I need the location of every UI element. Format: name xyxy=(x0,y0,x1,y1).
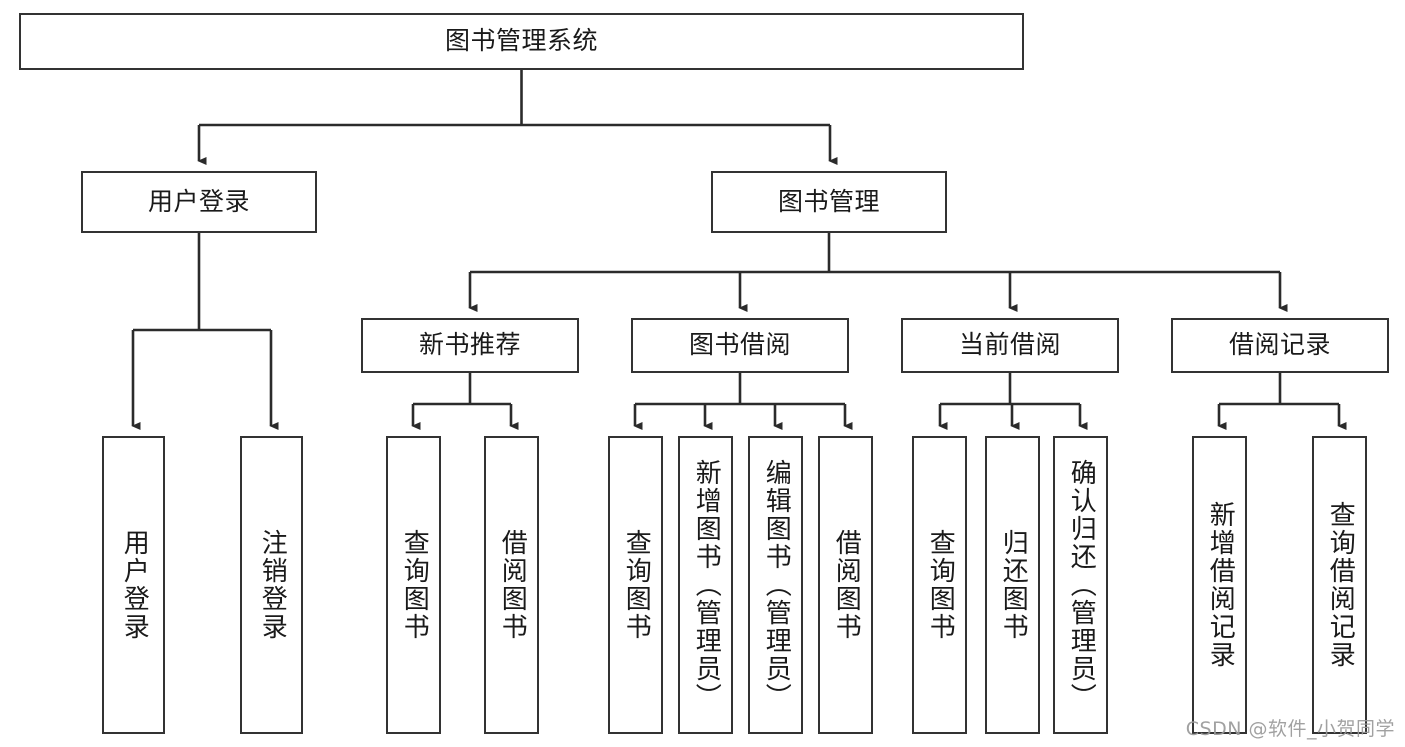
node-user-login[interactable]: 用户登录 xyxy=(81,171,317,233)
node-label: 查询图书 xyxy=(925,529,956,641)
node-book-borrowing[interactable]: 图书借阅 xyxy=(631,318,849,373)
node-leaf-query-books-borrow[interactable]: 查询图书 xyxy=(608,436,663,734)
node-label: 注销登录 xyxy=(257,529,288,641)
user-login-to-leaf-connectors xyxy=(131,233,279,431)
node-borrowing-records[interactable]: 借阅记录 xyxy=(1171,318,1389,373)
root-to-level1-connectors xyxy=(197,70,838,166)
book-mgmt-to-level2-connectors xyxy=(468,233,1288,313)
node-leaf-edit-book-admin[interactable]: 编辑图书（管理员） xyxy=(748,436,803,734)
node-leaf-query-books-current[interactable]: 查询图书 xyxy=(912,436,967,734)
node-leaf-return-books[interactable]: 归还图书 xyxy=(985,436,1040,734)
node-label: 用户登录 xyxy=(119,529,150,641)
node-root-book-management-system[interactable]: 图书管理系统 xyxy=(19,13,1024,70)
node-leaf-confirm-return-admin[interactable]: 确认归还（管理员） xyxy=(1053,436,1108,734)
node-label: 归还图书 xyxy=(998,529,1029,641)
node-leaf-add-borrow-record[interactable]: 新增借阅记录 xyxy=(1192,436,1247,734)
node-leaf-add-book-admin[interactable]: 新增图书（管理员） xyxy=(678,436,733,734)
node-leaf-logout[interactable]: 注销登录 xyxy=(240,436,303,734)
node-label: 新书推荐 xyxy=(418,330,521,360)
node-label: 编辑图书（管理员） xyxy=(761,459,792,711)
node-book-management[interactable]: 图书管理 xyxy=(711,171,947,233)
node-label: 查询图书 xyxy=(399,529,430,641)
node-leaf-query-books-new[interactable]: 查询图书 xyxy=(386,436,441,734)
node-label: 图书管理系统 xyxy=(444,26,598,56)
node-label: 新增图书（管理员） xyxy=(691,459,722,711)
node-label: 图书借阅 xyxy=(688,330,791,360)
node-label: 查询借阅记录 xyxy=(1325,501,1356,669)
node-label: 借阅图书 xyxy=(497,529,528,641)
book-borrow-to-leaf-connectors xyxy=(633,373,853,431)
node-label: 新增借阅记录 xyxy=(1205,501,1236,669)
node-leaf-borrow-books-new[interactable]: 借阅图书 xyxy=(484,436,539,734)
node-leaf-borrow-books[interactable]: 借阅图书 xyxy=(818,436,873,734)
node-label: 借阅记录 xyxy=(1228,330,1331,360)
node-label: 确认归还（管理员） xyxy=(1066,459,1097,711)
new-book-to-leaf-connectors xyxy=(411,373,519,431)
node-leaf-user-login[interactable]: 用户登录 xyxy=(102,436,165,734)
borrow-record-to-leaf-connectors xyxy=(1217,373,1347,431)
current-borrow-to-leaf-connectors xyxy=(938,373,1088,431)
node-current-borrowing[interactable]: 当前借阅 xyxy=(901,318,1119,373)
node-label: 查询图书 xyxy=(621,529,652,641)
node-label: 图书管理 xyxy=(777,186,880,216)
node-label: 当前借阅 xyxy=(958,330,1061,360)
node-label: 借阅图书 xyxy=(831,529,862,641)
node-leaf-query-borrow-record[interactable]: 查询借阅记录 xyxy=(1312,436,1367,734)
node-label: 用户登录 xyxy=(147,186,250,216)
node-new-book-recommendation[interactable]: 新书推荐 xyxy=(361,318,579,373)
